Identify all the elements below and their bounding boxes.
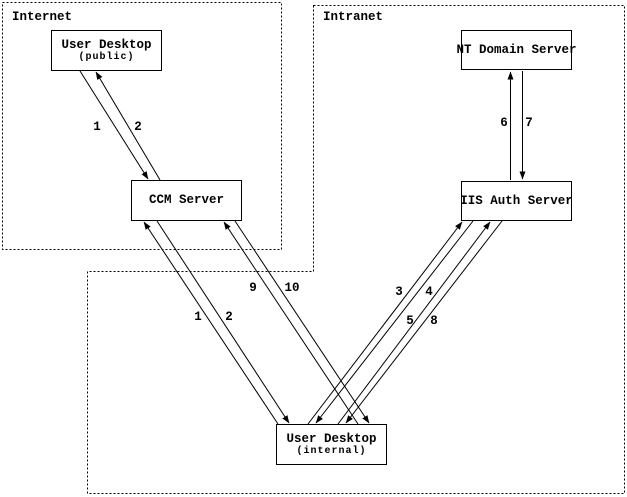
edge-label-2-public: 2 [134, 120, 142, 134]
node-user-desktop-public: User Desktop (public) [51, 30, 162, 71]
edge-line-1-internal-desktop-to-ccm [143, 221, 279, 425]
edge-line-5-internal-desktop-to-iis [337, 221, 491, 425]
node-iis-auth-server: IIS Auth Server [460, 181, 573, 221]
node-user-desktop-internal: User Desktop (internal) [276, 424, 387, 465]
edge-label-4: 4 [425, 285, 433, 299]
intranet-region-border [87, 5, 625, 494]
edge-label-2-internal: 2 [225, 310, 233, 324]
edge-line-1-public-desktop-to-ccm [79, 70, 149, 180]
edge-label-5: 5 [406, 314, 414, 328]
edge-line-3-internal-desktop-to-iis [307, 221, 463, 425]
edge-label-10: 10 [284, 281, 300, 295]
node-nt-domain-server: NT Domain Server [456, 30, 577, 70]
edge-label-8: 8 [430, 314, 438, 328]
internet-region-border [2, 2, 282, 250]
node-title: NT Domain Server [456, 42, 577, 57]
node-title: CCM Server [148, 193, 224, 207]
node-title: IIS Auth Server [460, 193, 573, 208]
edge-line-8-iis-to-internal-desktop [345, 220, 503, 424]
edge-line-10-ccm-to-internal-desktop [234, 220, 370, 424]
edge-label-1-internal: 1 [194, 310, 202, 324]
edge-line-4-iis-to-internal-desktop [315, 220, 474, 424]
node-ccm-server: CCM Server [131, 180, 242, 221]
edge-label-3: 3 [395, 285, 403, 299]
edge-line-2-ccm-to-public-desktop [95, 71, 161, 181]
node-subtitle: (public) [78, 51, 135, 63]
node-title: User Desktop [286, 431, 377, 446]
edge-label-1-public: 1 [93, 120, 101, 134]
edge-line-2-ccm-to-internal-desktop [156, 220, 290, 424]
edge-label-6: 6 [500, 116, 508, 130]
edge-label-9: 9 [249, 281, 257, 295]
edge-line-9-internal-desktop-to-ccm [223, 221, 359, 425]
intranet-region-label: Intranet [323, 10, 384, 24]
internet-region-label: Internet [12, 10, 73, 24]
node-subtitle: (internal) [296, 445, 367, 457]
edge-label-7: 7 [525, 116, 533, 130]
node-title: User Desktop [61, 37, 152, 52]
